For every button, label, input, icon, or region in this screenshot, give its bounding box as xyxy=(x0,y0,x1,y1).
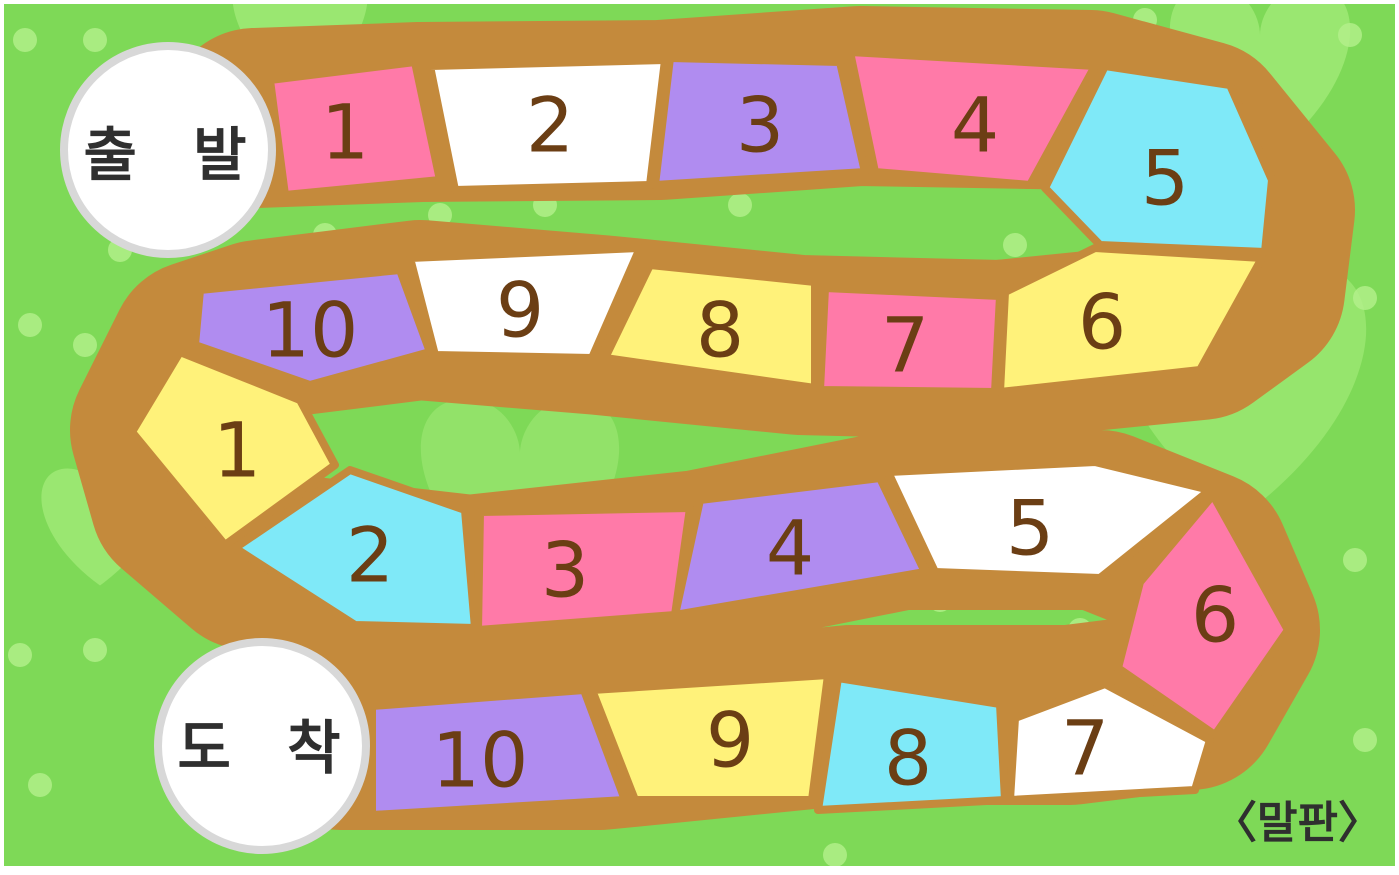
track-space-number: 4 xyxy=(766,504,814,593)
dot-decoration xyxy=(73,333,97,357)
track-space-number: 5 xyxy=(1141,134,1189,223)
start-space[interactable]: 출 발 xyxy=(64,46,272,254)
track-space-number: 6 xyxy=(1078,278,1126,367)
track-space[interactable]: 8 xyxy=(818,678,1005,810)
dot-decoration xyxy=(1353,286,1377,310)
track-space[interactable]: 3 xyxy=(478,508,690,630)
dot-decoration xyxy=(823,843,847,867)
finish-space[interactable]: 도 착 xyxy=(158,642,366,850)
start-label: 출 발 xyxy=(84,121,265,189)
dot-decoration xyxy=(28,773,52,797)
dot-decoration xyxy=(1353,728,1377,752)
dot-decoration xyxy=(1003,233,1027,257)
track-space[interactable]: 3 xyxy=(655,58,865,185)
dot-decoration xyxy=(1338,23,1362,47)
track-space-number: 10 xyxy=(262,286,359,375)
track-space-number: 3 xyxy=(541,526,589,615)
track-space-number: 10 xyxy=(432,716,529,805)
dot-decoration xyxy=(13,28,37,52)
track-space[interactable]: 9 xyxy=(592,675,828,800)
track-space[interactable]: 10 xyxy=(372,690,625,815)
dot-decoration xyxy=(728,193,752,217)
track-space-number: 1 xyxy=(213,406,261,495)
track-space-number: 9 xyxy=(496,266,544,355)
track-space-number: 2 xyxy=(346,511,394,600)
dot-decoration xyxy=(83,638,107,662)
track-space-number: 6 xyxy=(1191,571,1239,660)
track-space-number: 5 xyxy=(1006,484,1054,573)
track-space[interactable]: 7 xyxy=(820,288,1000,392)
board-caption: 〈말판〉 xyxy=(1213,798,1382,849)
dot-decoration xyxy=(83,28,107,52)
dot-decoration xyxy=(8,643,32,667)
track-space-number: 8 xyxy=(696,286,744,375)
track-space-number: 7 xyxy=(1061,704,1109,793)
track-space-number: 7 xyxy=(881,301,929,390)
dot-decoration xyxy=(1343,548,1367,572)
track-space-number: 3 xyxy=(736,81,784,170)
track-space[interactable]: 2 xyxy=(430,60,665,190)
track-space[interactable]: 1 xyxy=(270,62,440,195)
track-space-number: 2 xyxy=(526,81,574,170)
dot-decoration xyxy=(18,313,42,337)
track-space-number: 1 xyxy=(321,88,369,177)
track-space-number: 8 xyxy=(884,714,932,803)
finish-label: 도 착 xyxy=(178,714,359,782)
track-space-number: 9 xyxy=(706,696,754,785)
track-space-number: 4 xyxy=(951,81,999,170)
